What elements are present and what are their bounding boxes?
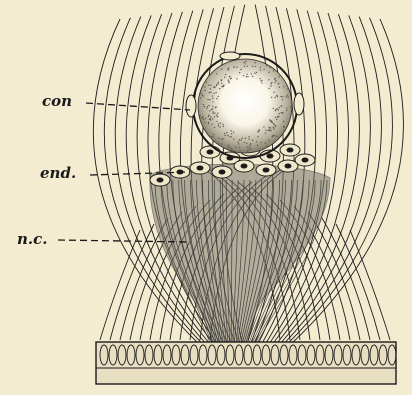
- fiber-line: [336, 224, 380, 340]
- fiber-line: [308, 212, 360, 340]
- label-nc: n.c.: [17, 230, 47, 248]
- leader-con: [86, 103, 190, 110]
- concretion-capsule: [186, 52, 304, 158]
- label-end: end.: [40, 164, 76, 182]
- basal-epithelium: [96, 342, 396, 384]
- label-con: con: [42, 92, 72, 110]
